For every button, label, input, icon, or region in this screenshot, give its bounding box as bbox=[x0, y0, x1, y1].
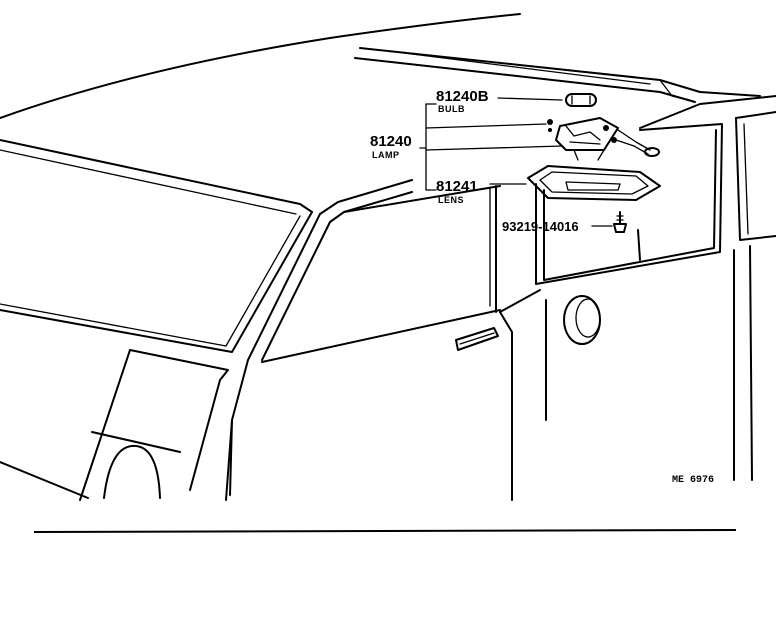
leader-lines bbox=[419, 97, 613, 227]
bottom-rule bbox=[33, 529, 737, 533]
vehicle-body-outline bbox=[0, 13, 776, 501]
bulb-drawing bbox=[565, 93, 597, 107]
screw-drawing bbox=[613, 211, 627, 233]
screw-part-number: 93219-14016 bbox=[502, 219, 579, 234]
lamp-part-number: 81240 bbox=[370, 133, 412, 150]
bulb-part-number: 81240B bbox=[436, 88, 489, 105]
label-lamp: 81240 LAMP bbox=[370, 133, 412, 160]
label-lens: 81241 LENS bbox=[436, 178, 478, 205]
label-screw: 93219-14016 bbox=[502, 219, 579, 234]
reference-code: ME 6976 bbox=[672, 475, 714, 486]
lamp-part-name: LAMP bbox=[372, 150, 400, 160]
lens-drawing bbox=[527, 165, 661, 201]
label-bulb: 81240B BULB bbox=[436, 88, 489, 114]
lens-part-name: LENS bbox=[438, 195, 464, 205]
bulb-part-name: BULB bbox=[438, 104, 465, 114]
lens-part-number: 81241 bbox=[436, 178, 478, 195]
lamp-assembly-drawing bbox=[547, 117, 660, 161]
